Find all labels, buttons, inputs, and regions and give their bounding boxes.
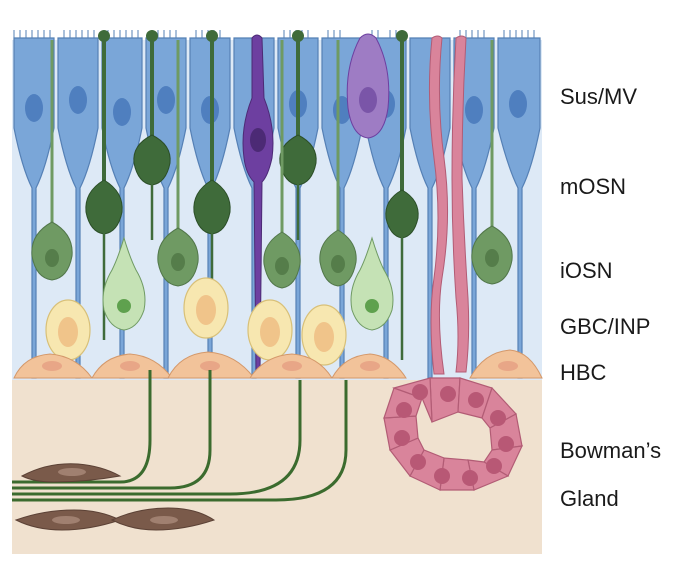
fibroblast-nuclei [52,468,178,524]
bowmans-gland-nuclei [394,384,514,486]
mature-osn-dendrites [102,40,404,195]
hbc-nuclei [42,361,518,371]
axon-bundle [12,370,348,502]
label-gland: Gland [560,486,619,511]
label-iosn: iOSN [560,258,613,283]
label-bowmans: Bowman’s [560,438,662,463]
microvillar-cell-tall [242,34,274,373]
mature-osn-knobs [98,30,408,42]
label-gbc-inp: GBC/INP [560,314,651,339]
immature-osn-nuclei [45,249,499,275]
gbc-nuclei [58,295,334,352]
mature-osn-axons [102,184,404,360]
immature-osn-somas [31,221,513,289]
microvillar-cell-flask [346,33,390,139]
label-mosn: mOSN [560,174,626,199]
immature-osn-dendrites [50,40,494,235]
label-hbc: HBC [560,360,607,385]
microvilli-fringe [13,30,535,38]
inp-cells [102,236,394,331]
fibroblasts [14,463,216,531]
label-sus-mv: Sus/MV [560,84,638,109]
mature-osn-somas [85,134,419,239]
bowmans-gland-duct [428,35,470,375]
